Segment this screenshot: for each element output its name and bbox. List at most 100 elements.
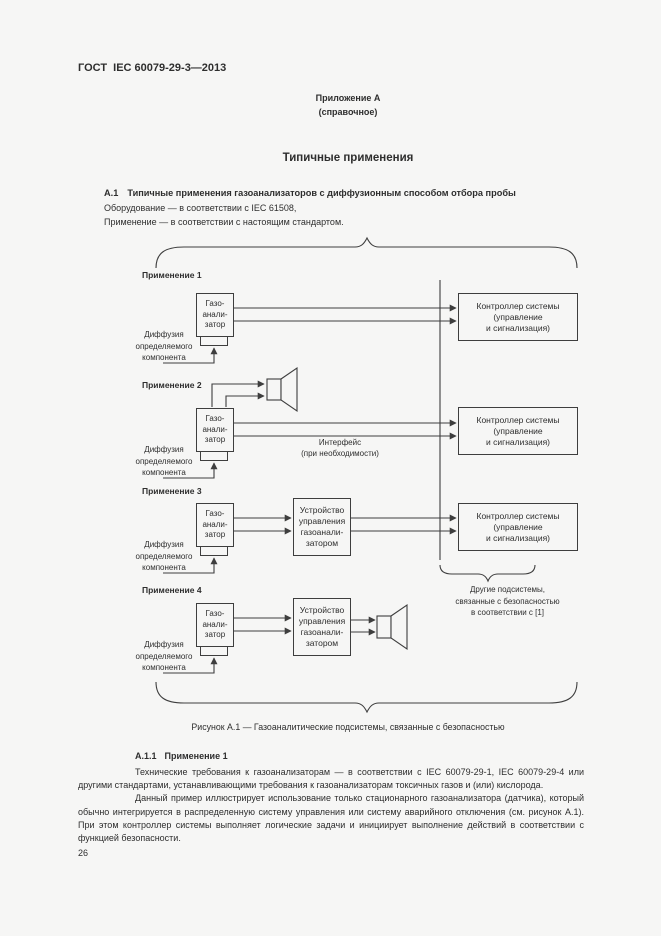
alarm-horn-icon — [376, 603, 408, 651]
section-a11-title: Применение 1 — [164, 751, 228, 761]
interface-line: Интерфейс — [318, 438, 362, 447]
other-subsystems-line: в соответствии с [1] — [470, 608, 545, 617]
controller-line: Контроллер системы — [476, 414, 560, 425]
sensor-inlet — [200, 646, 228, 656]
gas-analyzer-line: затор — [204, 630, 226, 640]
controller-line: (управление — [493, 425, 543, 436]
app4-signal-lines — [163, 614, 376, 674]
app4-diffusion-arrow — [163, 657, 218, 674]
app3-signal-lines — [163, 514, 457, 574]
diffusion-label: Диффузия определяемого компонента — [128, 539, 200, 574]
gas-analyzer-line: Газо- — [205, 509, 225, 519]
gas-analyzer-line: Газо- — [205, 299, 225, 309]
diffusion-line: определяемого — [135, 551, 193, 561]
diffusion-line: компонента — [142, 468, 186, 477]
gas-analyzer-line: анали- — [202, 309, 228, 319]
figure-caption: Рисунок А.1 — Газоаналитические подсисте… — [191, 722, 505, 732]
subsystems-brace — [439, 564, 536, 583]
alarm-horn-icon — [266, 366, 298, 413]
gas-analyzer-line: затор — [204, 320, 226, 330]
page-title: Типичные применения — [282, 152, 414, 164]
controller-line: Контроллер системы — [476, 510, 560, 521]
section-a1-number: А.1 — [104, 188, 119, 198]
control-device-line: газоанали- — [300, 627, 344, 637]
diffusion-label: Диффузия определяемого компонента — [128, 329, 200, 364]
system-controller-box: Контроллер системы (управление и сигнали… — [458, 503, 578, 551]
system-controller-box: Контроллер системы (управление и сигнали… — [458, 293, 578, 341]
section-a11-body: Технические требования к газоанализатора… — [78, 766, 584, 845]
gas-analyzer-line: анали- — [202, 519, 228, 529]
interface-line: (при необходимости) — [301, 449, 379, 458]
other-subsystems-line: связанные с безопасностью — [455, 596, 560, 606]
section-a11-number: А.1.1 — [135, 751, 157, 761]
section-a1-title: Типичные применения газоанализаторов с д… — [127, 188, 516, 198]
sensor-inlet — [200, 451, 228, 461]
gas-analyzer-box: Газо- анали- затор — [196, 503, 234, 547]
sensor-inlet — [200, 546, 228, 556]
app1-signal-lines — [163, 304, 457, 364]
gas-analyzer-line: затор — [204, 435, 226, 445]
gas-analyzer-line: анали- — [202, 424, 228, 434]
control-device-line: управления — [298, 616, 346, 626]
sensor-inlet — [200, 336, 228, 346]
gas-analyzer-line: анали- — [202, 619, 228, 629]
top-brace — [155, 236, 578, 269]
control-device-box: Устройство управления газоанали- затором — [293, 498, 351, 556]
standard-designation: ГОСТ IEC 60079-29-3—2013 — [78, 62, 227, 74]
control-device-line: управления — [298, 516, 346, 526]
system-controller-box: Контроллер системы (управление и сигнали… — [458, 407, 578, 455]
gas-analyzer-box: Газо- анали- затор — [196, 603, 234, 647]
appendix-note: (справочное) — [318, 107, 378, 117]
diffusion-label: Диффузия определяемого компонента — [128, 444, 200, 479]
gas-analyzer-line: Газо- — [205, 609, 225, 619]
diffusion-line: компонента — [142, 663, 186, 672]
app1-label: Применение 1 — [142, 270, 202, 280]
controller-line: (управление — [493, 311, 543, 322]
equipment-line: Оборудование — в соответствии с IEC 6150… — [104, 203, 297, 213]
diffusion-line: определяемого — [135, 341, 193, 351]
control-device-line: Устройство — [299, 605, 345, 615]
section-a11-heading: А.1.1 Применение 1 — [135, 751, 228, 761]
application-line: Применение — в соответствии с настоящим … — [104, 217, 344, 227]
app1-diffusion-arrow — [163, 347, 218, 364]
diffusion-line: определяемого — [135, 651, 193, 661]
diffusion-line: Диффузия — [144, 540, 184, 549]
control-device-box: Устройство управления газоанали- затором — [293, 598, 351, 656]
page-number: 26 — [78, 848, 89, 858]
gas-analyzer-line: Газо- — [205, 414, 225, 424]
paragraph: Данный пример иллюстрирует использование… — [78, 793, 584, 844]
app2-signal-lines — [163, 380, 457, 479]
appendix-title: Приложение А — [315, 93, 381, 103]
diffusion-line: компонента — [142, 353, 186, 362]
gas-analyzer-box: Газо- анали- затор — [196, 408, 234, 452]
app2-diffusion-arrow — [163, 462, 218, 479]
diffusion-line: компонента — [142, 563, 186, 572]
gas-analyzer-box: Газо- анали- затор — [196, 293, 234, 337]
diffusion-line: Диффузия — [144, 330, 184, 339]
gas-analyzer-line: затор — [204, 530, 226, 540]
diffusion-line: определяемого — [135, 456, 193, 466]
control-device-line: газоанали- — [300, 527, 344, 537]
controller-line: Контроллер системы — [476, 300, 560, 311]
interface-label: Интерфейс (при необходимости) — [270, 437, 410, 459]
app3-label: Применение 3 — [142, 486, 202, 496]
app2-label: Применение 2 — [142, 380, 202, 390]
diffusion-line: Диффузия — [144, 640, 184, 649]
diffusion-label: Диффузия определяемого компонента — [128, 639, 200, 674]
app3-diffusion-arrow — [163, 557, 218, 574]
control-device-line: затором — [305, 538, 339, 548]
other-subsystems-label: Другие подсистемы, связанные с безопасно… — [435, 584, 580, 619]
other-subsystems-line: Другие подсистемы, — [469, 585, 546, 594]
controller-line: и сигнализация) — [485, 532, 550, 543]
controller-line: (управление — [493, 521, 543, 532]
bottom-brace — [155, 681, 578, 714]
controller-line: и сигнализация) — [485, 436, 550, 447]
diffusion-line: Диффузия — [144, 445, 184, 454]
section-a1-heading: А.1 Типичные применения газоанализаторов … — [104, 188, 516, 198]
control-device-line: затором — [305, 638, 339, 648]
app4-label: Применение 4 — [142, 585, 202, 595]
controller-line: и сигнализация) — [485, 322, 550, 333]
paragraph: Технические требования к газоанализатора… — [78, 767, 584, 791]
